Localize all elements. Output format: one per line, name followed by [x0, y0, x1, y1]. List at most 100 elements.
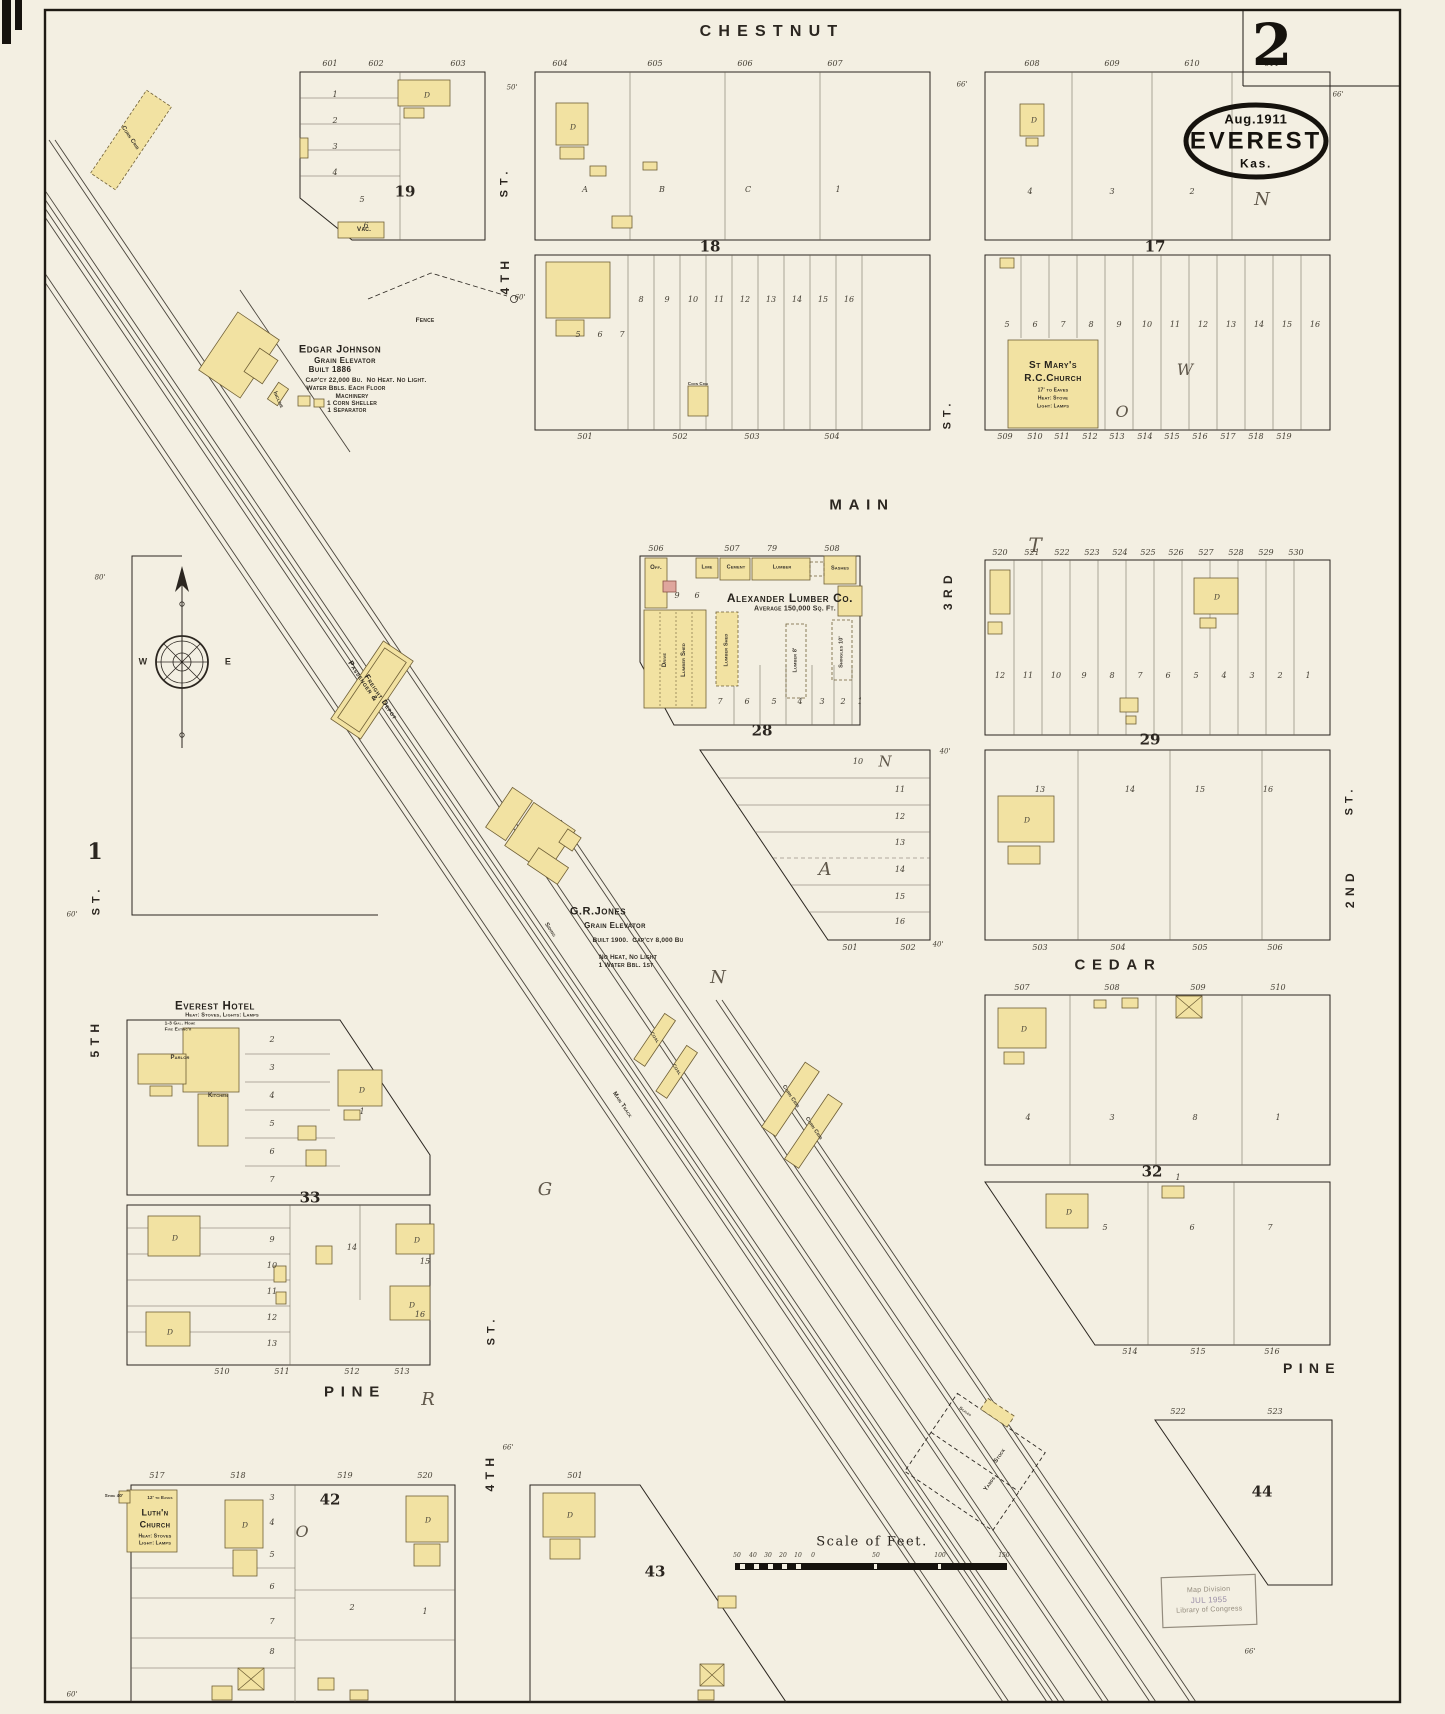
building-dwelling: [147, 1215, 201, 1257]
address-number: 502: [672, 432, 688, 441]
lot-number: 15: [894, 892, 906, 901]
dimension-label: 50: [733, 1552, 741, 1559]
address-number: 507: [1014, 983, 1030, 992]
fence-line: [367, 272, 508, 300]
brick-building: [662, 580, 677, 593]
lot-number: 6: [269, 1147, 275, 1156]
address-number: 514: [1122, 1347, 1138, 1356]
building-dwelling: [542, 1492, 596, 1538]
lot-number: 15: [1281, 320, 1293, 329]
lot-number: 16: [1309, 320, 1321, 329]
address-number: 509: [1190, 983, 1206, 992]
lot-number: 9: [1081, 671, 1087, 680]
annotation-text: No Heat, No Light: [599, 953, 657, 961]
lot-number: 3: [269, 1063, 275, 1072]
block-33-north: [126, 1019, 431, 1196]
dimension-label: 40: [749, 1552, 757, 1559]
lot-number: 6: [1165, 671, 1171, 680]
lot-number: 16: [894, 917, 906, 926]
block-44: [1154, 1419, 1333, 1586]
stamp-date: JUL 1955: [1190, 1594, 1228, 1606]
script-letter: G: [537, 1179, 553, 1200]
dimension-label: 40': [932, 940, 944, 949]
building-passenger-freight-depot: [330, 640, 414, 740]
address-number: 523: [1084, 548, 1100, 557]
address-number: 510: [1027, 432, 1043, 441]
street-label-chestnut: CHESTNUT: [699, 23, 845, 40]
library-of-congress-stamp: Map Division JUL 1955 Library of Congres…: [1159, 1585, 1260, 1615]
lot-number: 14: [1253, 320, 1265, 329]
lot-number: 9: [269, 1235, 275, 1244]
ann-edgar-johnson: Edgar Johnson: [298, 343, 382, 356]
building-label: Coal: [648, 1030, 661, 1045]
address-number: 510: [214, 1367, 230, 1376]
lot-number: 7: [269, 1617, 275, 1626]
address-number: 507: [724, 544, 740, 553]
block-1-corner: [131, 555, 378, 916]
dimension-label: 60': [514, 293, 526, 302]
lot-number: 1: [1175, 1173, 1181, 1182]
address-number: 520: [417, 1471, 433, 1480]
lot-number: 7: [619, 330, 625, 339]
lot-number: 3: [819, 697, 825, 706]
building-label: Corn Crib: [687, 380, 709, 386]
dwelling-marker: D: [1065, 1207, 1073, 1217]
annotation-text: 17' to Eaves: [1037, 387, 1069, 394]
lot-number: 10: [852, 757, 864, 766]
lot-number: 2: [349, 1603, 355, 1612]
lot-number: 6: [1032, 320, 1038, 329]
building-label: Lumber Shed: [723, 633, 730, 667]
address-number: 522: [1054, 548, 1070, 557]
annotation-text: 1 Corn Sheller: [326, 399, 378, 407]
lot-number: 4: [332, 168, 338, 177]
lot-number: 1: [1305, 671, 1311, 680]
lot-number: 6: [694, 591, 700, 600]
lot-number: 13: [765, 295, 777, 304]
lot-number: 12: [739, 295, 751, 304]
lot-number: 7: [1137, 671, 1143, 680]
address-number: 509: [997, 432, 1013, 441]
script-letter: A: [818, 859, 832, 880]
lot-number: 2: [1189, 187, 1195, 196]
annotation-text: Stock: [992, 1447, 1008, 1465]
lot-number: 4: [269, 1091, 275, 1100]
address-number: 526: [1168, 548, 1184, 557]
map-title-badge: Aug.1911 EVEREST Kas.: [1190, 112, 1322, 171]
dimension-label: 60': [66, 910, 78, 919]
address-number: 518: [230, 1471, 246, 1480]
script-letter: O: [295, 1522, 309, 1541]
lot-number: 5: [269, 1550, 275, 1559]
scale-bar: [735, 1563, 1007, 1570]
street-label-1st: 1: [87, 839, 103, 865]
street-label-4th-lower: 4TH: [483, 1452, 497, 1492]
block-number-33: 33: [299, 1188, 321, 1207]
dimension-label: 80': [94, 573, 106, 582]
building-corn-crib: [687, 385, 709, 417]
address-number: 508: [1104, 983, 1120, 992]
sheet-number: 2: [1251, 11, 1293, 79]
building-dwelling: [555, 102, 589, 146]
street-label-4th-st: ST.: [498, 166, 511, 198]
dwelling-marker: D: [171, 1233, 179, 1243]
annotation-text: Vac.: [356, 225, 372, 233]
street-label-3rd-st: ST.: [941, 398, 954, 430]
block-19: [299, 71, 486, 241]
dwelling-marker: D: [358, 1085, 366, 1095]
lot-number: 13: [266, 1339, 278, 1348]
street-label-4th-lower-st: ST.: [485, 1314, 498, 1346]
lot-number: 1: [422, 1607, 428, 1616]
annotation-text: Built 1900. Cap'cy 8,000 Bu: [592, 936, 684, 944]
address-number: 530: [1288, 548, 1304, 557]
annotation-text: Spire 40': [104, 1492, 124, 1498]
stamp-line1: Map Division: [1186, 1585, 1231, 1595]
script-letter: T: [1028, 533, 1042, 557]
address-number: 604: [552, 59, 568, 68]
annotation-text: Fence: [415, 316, 435, 324]
building-label: Coal: [670, 1062, 683, 1077]
annotation-text: 1 Water Bbl. 1st: [598, 961, 654, 969]
address-number: 529: [1258, 548, 1274, 557]
dwelling-marker: D: [413, 1235, 421, 1245]
address-number: 503: [744, 432, 760, 441]
script-letter: N: [710, 967, 726, 988]
